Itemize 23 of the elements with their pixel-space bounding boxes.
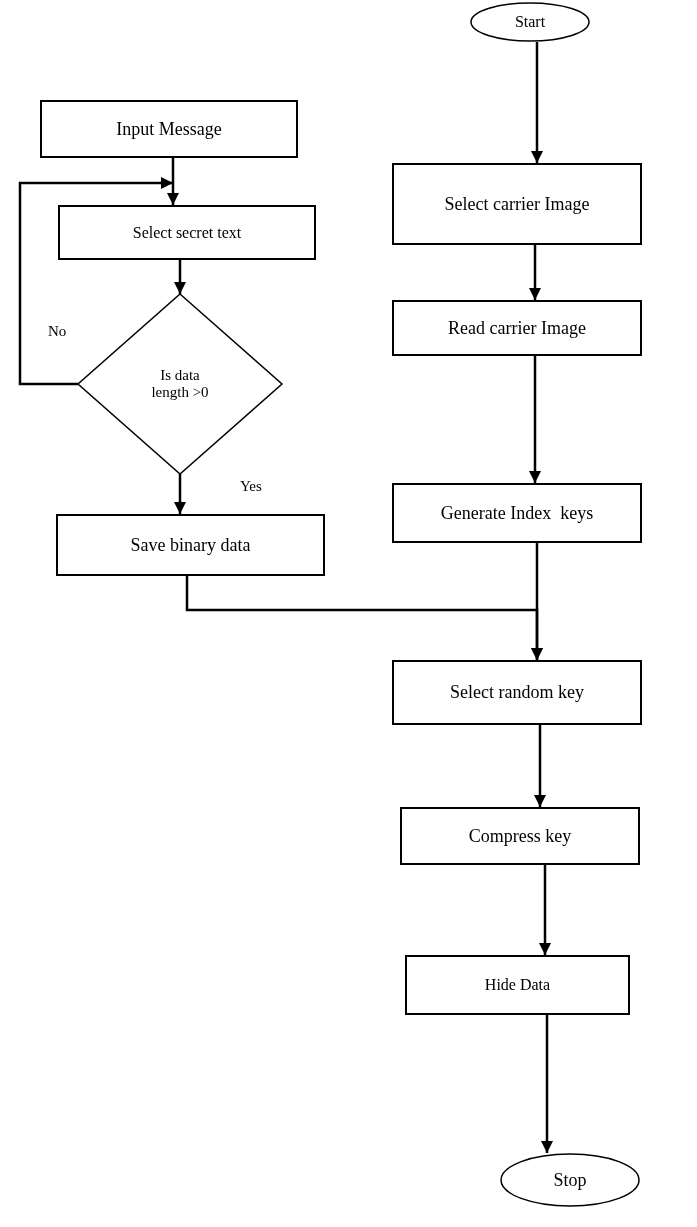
arrow (166, 158, 180, 205)
process-box: Input Message (40, 100, 298, 158)
decision-text: Is data length >0 (150, 367, 210, 401)
process-box: Save binary data (56, 514, 325, 576)
arrow (530, 543, 544, 660)
arrow (173, 260, 187, 294)
process-box: Read carrier Image (392, 300, 642, 356)
terminal-text: Stop (553, 1169, 587, 1191)
arrow (528, 245, 542, 300)
process-box: Hide Data (405, 955, 630, 1015)
process-box: Compress key (400, 807, 640, 865)
terminal-text: Start (514, 13, 546, 31)
arrow (528, 356, 542, 483)
arrow (538, 865, 552, 955)
arrow (540, 1015, 554, 1153)
process-box: Select random key (392, 660, 642, 725)
arrow (530, 42, 544, 163)
arrow (18, 176, 173, 386)
process-box: Select carrier Image (392, 163, 642, 245)
process-box: Select secret text (58, 205, 316, 260)
arrow (533, 725, 547, 807)
arrow (173, 474, 187, 514)
process-box: Generate Index keys (392, 483, 642, 543)
